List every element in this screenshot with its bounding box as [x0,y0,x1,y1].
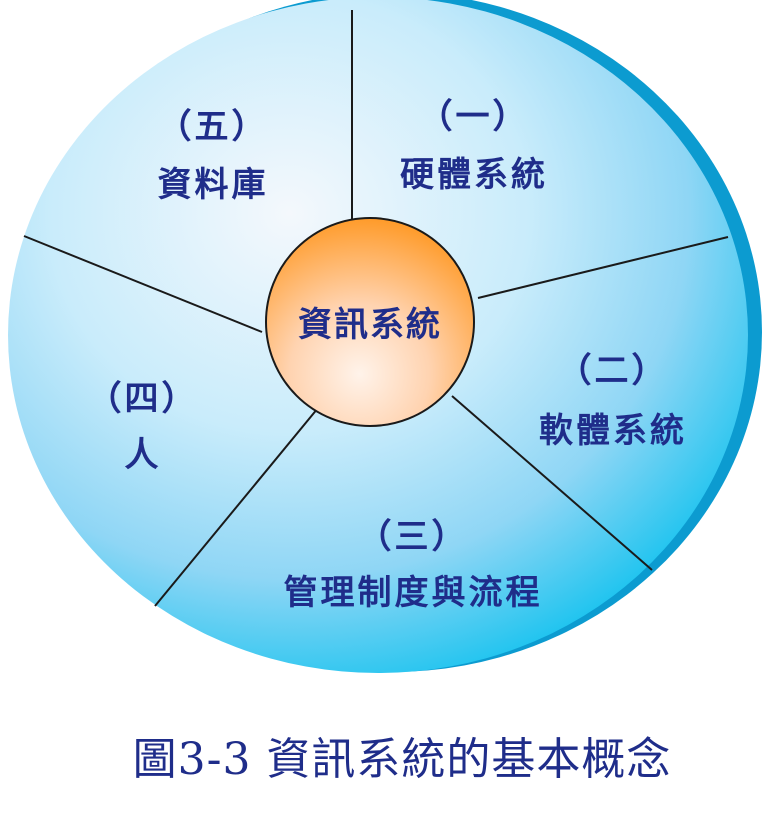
segment-number: （五） [158,107,269,147]
segment-management: （三） 管理制度與流程 [284,517,543,613]
segment-name: 硬體系統 [400,155,548,195]
segment-number: （四） [88,379,199,419]
segment-name: 管理制度與流程 [284,573,543,613]
information-system-diagram: 資訊系統 （一） 硬體系統 （二） 軟體系統 （三） 管理制度與流程 （四） 人… [8,0,762,673]
segment-name: 軟體系統 [539,411,687,451]
segment-hardware: （一） 硬體系統 [400,97,548,195]
center-circle [265,217,475,427]
segment-name: 人 [125,435,162,475]
segment-people: （四） 人 [88,379,199,475]
divider-left [23,235,263,333]
segment-software: （二） 軟體系統 [539,351,687,451]
center-label: 資訊系統 [298,305,442,345]
segment-name: 資料庫 [158,165,269,205]
divider-right [477,236,729,299]
figure-caption: 圖3-3 資訊系統的基本概念 [132,734,672,785]
segment-number: （一） [419,97,530,137]
segment-database: （五） 資料庫 [158,107,269,205]
segment-number: （二） [558,351,669,391]
segment-number: （三） [358,517,469,557]
segment-dividers [23,10,729,607]
divider-lower-left [154,407,319,607]
divider-lower-right [451,395,653,571]
